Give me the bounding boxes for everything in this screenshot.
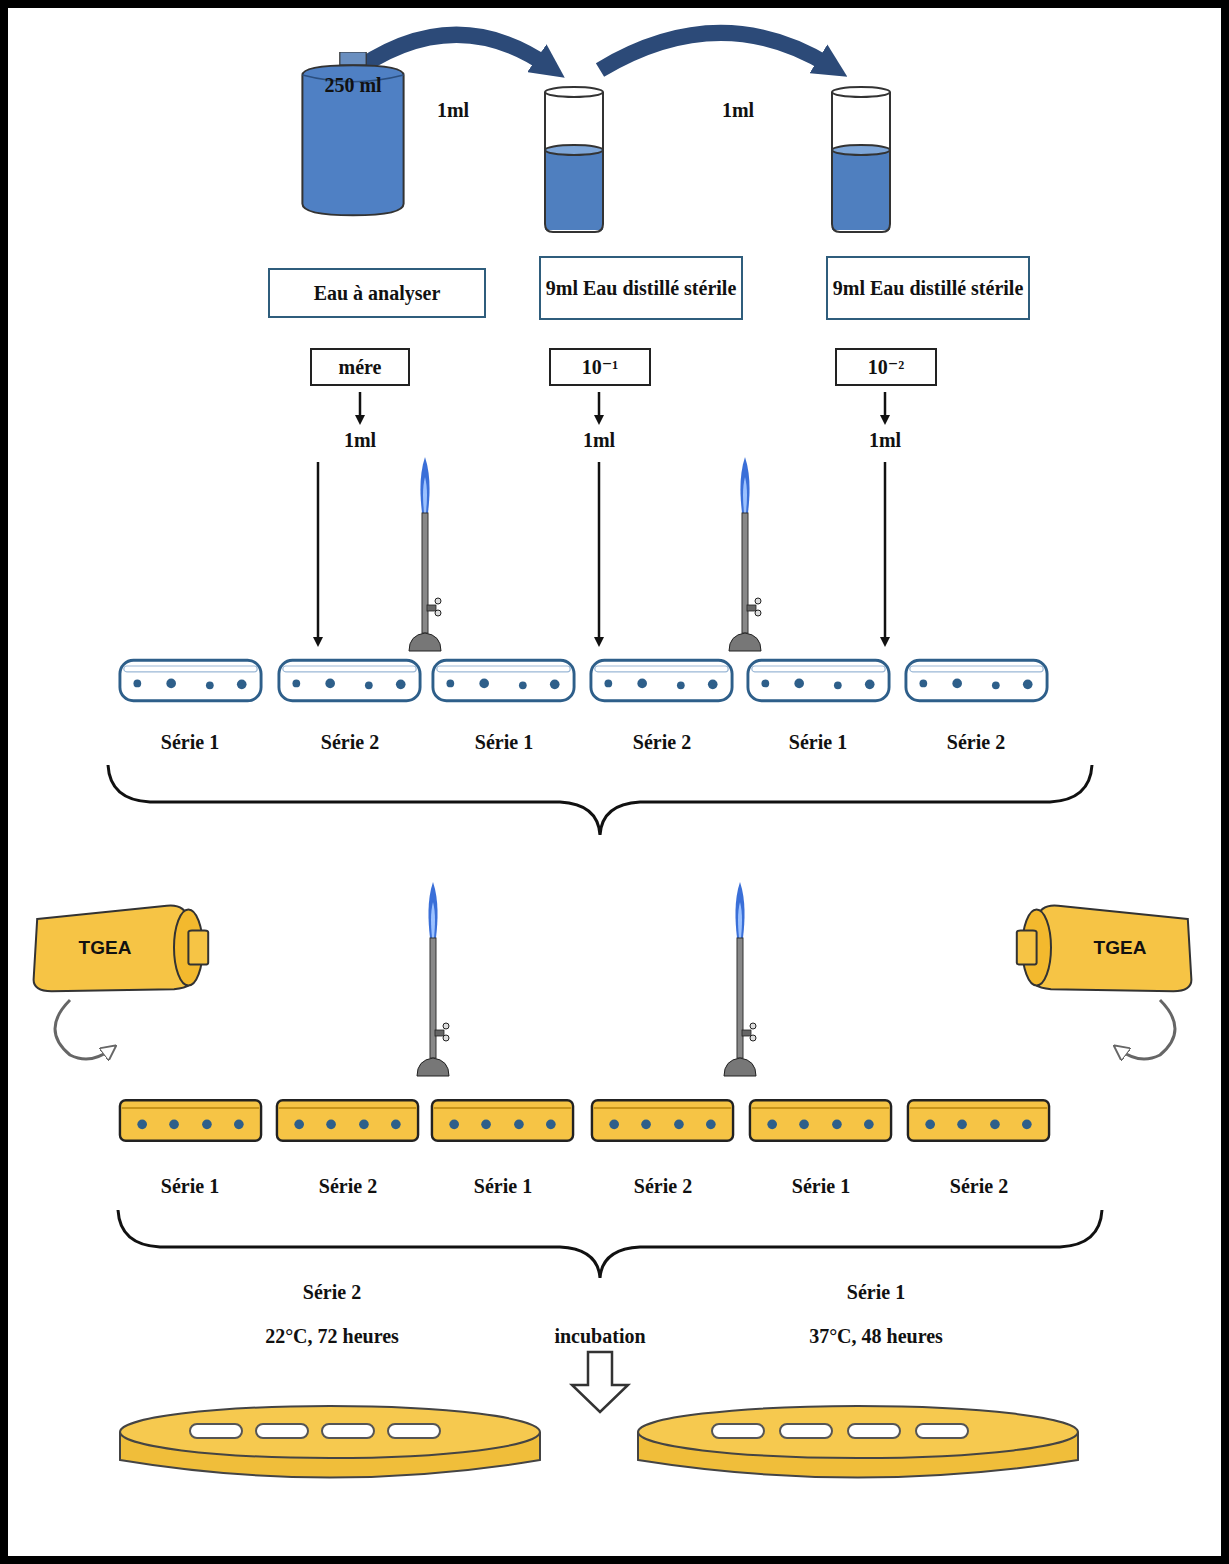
text-label: Série 2	[634, 1175, 692, 1198]
dilution-box: 10⁻²	[835, 348, 937, 386]
node-text: 9ml Eau distillé stérile	[833, 277, 1024, 300]
node-text: 250 ml	[324, 74, 381, 97]
node-text: 10⁻²	[868, 356, 905, 379]
text-label: Série 1	[161, 731, 219, 754]
text-label: Série 1	[789, 731, 847, 754]
text-label: Série 1	[474, 1175, 532, 1198]
medium-bottle: TGEA	[1015, 900, 1195, 995]
dilution-box: 10⁻¹	[549, 348, 651, 386]
node-text: mére	[339, 356, 382, 379]
text-label: Série 2	[321, 731, 379, 754]
text-label: Série 2	[319, 1175, 377, 1198]
text-label: Série 1	[847, 1281, 905, 1304]
node-text: 10⁻¹	[582, 356, 619, 379]
text-label: 1ml	[437, 99, 469, 122]
text-label: incubation	[554, 1325, 645, 1348]
text-label: Série 2	[950, 1175, 1008, 1198]
text-label: 22°C, 72 heures	[265, 1325, 399, 1348]
node-text: TGEA	[1094, 937, 1147, 959]
node-text: Eau à analyser	[314, 282, 441, 305]
text-label: 1ml	[583, 429, 615, 452]
text-label: 37°C, 48 heures	[809, 1325, 943, 1348]
diluent-box: 9ml Eau distillé stérile	[826, 256, 1030, 320]
text-label: 1ml	[722, 99, 754, 122]
medium-bottle: TGEA	[30, 900, 210, 995]
water-bottle: 250 ml	[298, 52, 408, 217]
node-text: TGEA	[79, 937, 132, 959]
text-label: Série 2	[303, 1281, 361, 1304]
dilution-box: mére	[310, 348, 410, 386]
diluent-box: 9ml Eau distillé stérile	[539, 256, 743, 320]
text-label: Série 2	[947, 731, 1005, 754]
sample-box: Eau à analyser	[268, 268, 486, 318]
text-label: Série 1	[475, 731, 533, 754]
text-label: 1ml	[869, 429, 901, 452]
text-label: 1ml	[344, 429, 376, 452]
text-label: Série 1	[792, 1175, 850, 1198]
node-text: 9ml Eau distillé stérile	[546, 277, 737, 300]
text-label: Série 1	[161, 1175, 219, 1198]
text-label: Série 2	[633, 731, 691, 754]
